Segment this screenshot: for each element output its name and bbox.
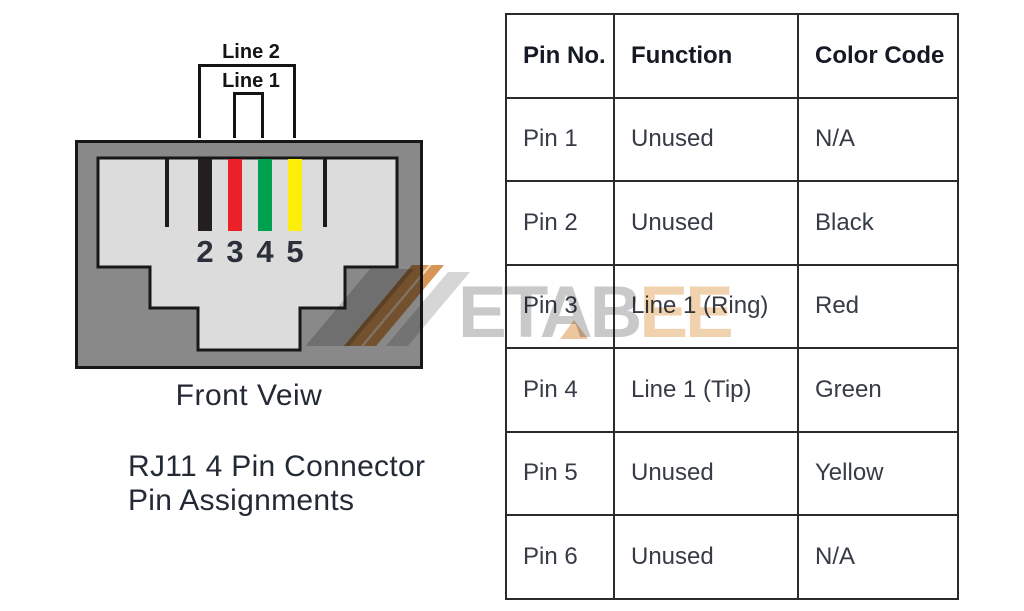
cell-color: Black xyxy=(797,180,959,266)
cell-color: Red xyxy=(797,263,959,349)
table-row: Pin 3 Line 1 (Ring) Red xyxy=(505,263,959,349)
cell-color: Green xyxy=(797,347,959,433)
table-row: Pin 5 Unused Yellow xyxy=(505,430,959,516)
cell-function: Unused xyxy=(613,180,799,266)
pin1-contact xyxy=(165,159,169,227)
table-row: Pin 2 Unused Black xyxy=(505,180,959,266)
cell-color: Yellow xyxy=(797,430,959,516)
cell-function: Line 1 (Ring) xyxy=(613,263,799,349)
diagram-title-line1: RJ11 4 Pin Connector xyxy=(128,450,426,483)
front-view-caption: Front Veiw xyxy=(175,379,323,412)
line1-label: Line 1 xyxy=(222,70,280,92)
cell-function: Line 1 (Tip) xyxy=(613,347,799,433)
cell-pin: Pin 5 xyxy=(505,430,615,516)
cell-pin: Pin 4 xyxy=(505,347,615,433)
cell-color: N/A xyxy=(797,514,959,600)
cell-color: N/A xyxy=(797,96,959,182)
cell-function: Unused xyxy=(613,514,799,600)
pin3-contact-red xyxy=(228,159,242,231)
pin5-number: 5 xyxy=(286,234,303,269)
header-color-code: Color Code xyxy=(797,13,959,99)
pin3-number: 3 xyxy=(226,234,243,269)
pin4-number: 4 xyxy=(256,234,274,269)
pin5-contact-yellow xyxy=(288,159,302,231)
cell-function: Unused xyxy=(613,430,799,516)
header-pin-no: Pin No. xyxy=(505,13,615,99)
cell-pin: Pin 2 xyxy=(505,180,615,266)
pin6-contact xyxy=(323,159,327,227)
line1-bracket xyxy=(233,92,264,138)
line2-label: Line 2 xyxy=(222,41,280,63)
pin2-number: 2 xyxy=(196,234,213,269)
header-function: Function xyxy=(613,13,799,99)
cell-function: Unused xyxy=(613,96,799,182)
cell-pin: Pin 3 xyxy=(505,263,615,349)
table-row: Pin 4 Line 1 (Tip) Green xyxy=(505,347,959,433)
table-row: Pin 6 Unused N/A xyxy=(505,514,959,600)
diagram-title-line2: Pin Assignments xyxy=(128,484,355,517)
rj11-connector-diagram: Line 2 Line 1 2 3 4 5 xyxy=(75,41,423,369)
pin-assignment-table: Pin No. Function Color Code Pin 1 Unused… xyxy=(505,13,959,600)
table-row: Pin 1 Unused N/A xyxy=(505,96,959,182)
pin4-contact-green xyxy=(258,159,272,231)
cell-pin: Pin 6 xyxy=(505,514,615,600)
line2-bracket xyxy=(198,64,296,138)
cell-pin: Pin 1 xyxy=(505,96,615,182)
pin2-contact-black xyxy=(198,159,212,231)
diagram-title: RJ11 4 Pin Connector Pin Assignments xyxy=(128,450,425,518)
table-header-row: Pin No. Function Color Code xyxy=(505,13,959,99)
